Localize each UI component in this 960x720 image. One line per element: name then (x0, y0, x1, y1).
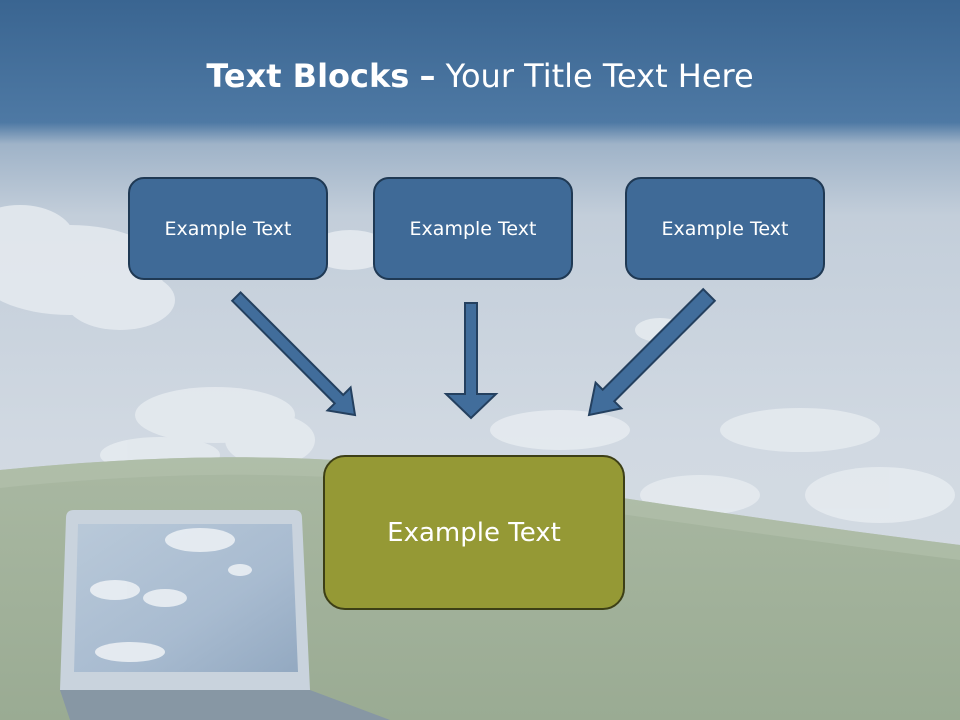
text-block-center: Example Text (373, 177, 573, 280)
text-block-bottom-label: Example Text (387, 517, 561, 548)
text-block-right: Example Text (625, 177, 825, 280)
text-block-bottom: Example Text (323, 455, 625, 610)
text-block-center-label: Example Text (409, 217, 537, 240)
laptop-image (60, 510, 390, 720)
arrow-down-icon (443, 302, 499, 420)
title-rest: Your Title Text Here (445, 57, 754, 95)
arrow-down-right-icon (230, 290, 357, 417)
text-block-right-label: Example Text (661, 217, 789, 240)
text-block-left-label: Example Text (164, 217, 292, 240)
title-bold: Text Blocks (206, 57, 410, 95)
arrow-down-left-icon (587, 287, 717, 417)
text-block-left: Example Text (128, 177, 328, 280)
slide-title: Text Blocks – Your Title Text Here (0, 52, 960, 100)
title-separator: – (419, 57, 436, 95)
